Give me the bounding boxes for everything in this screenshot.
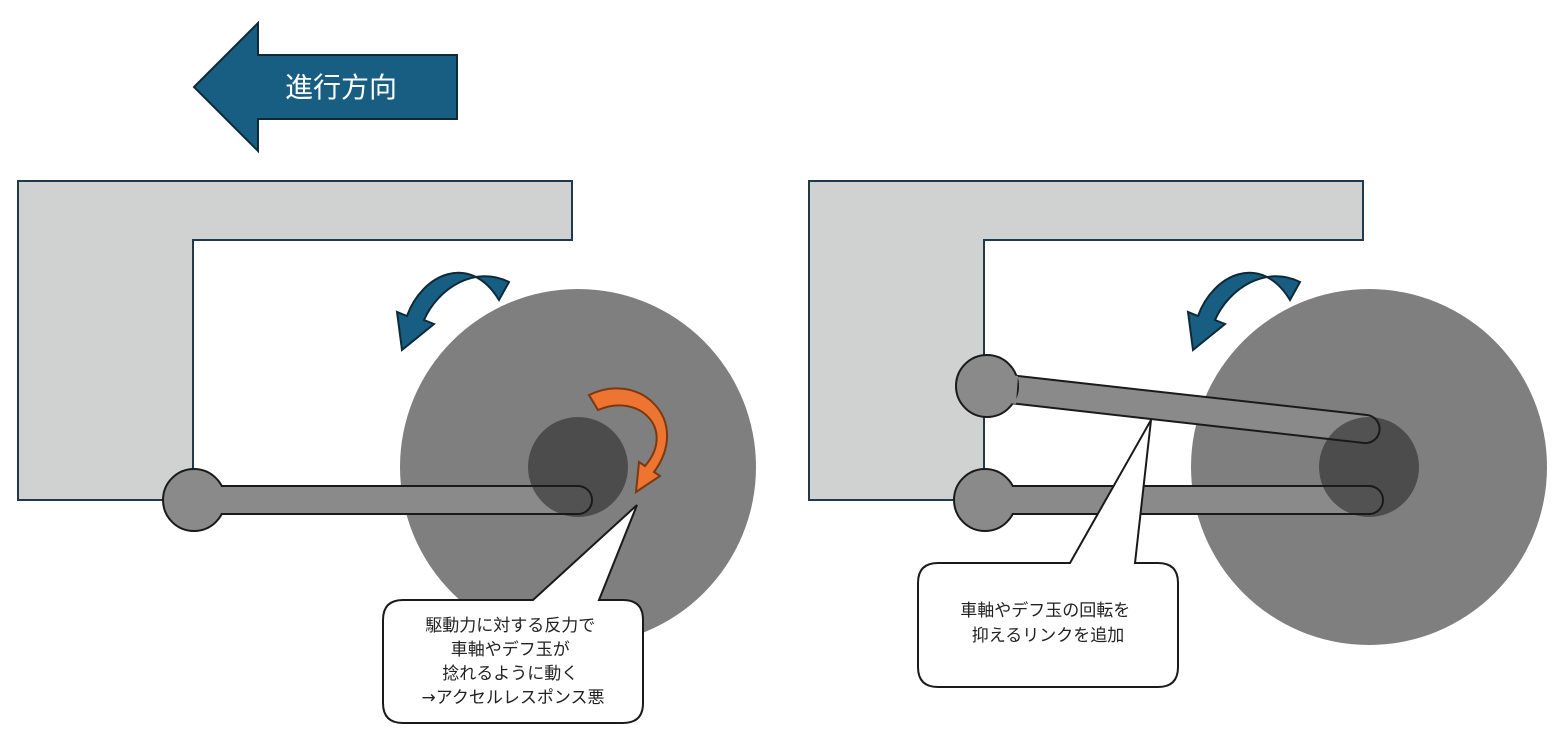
callout-bubble bbox=[382, 504, 644, 724]
direction-label: 進行方向 bbox=[285, 71, 397, 104]
callout-line: 車軸やデフ玉の回転を bbox=[960, 600, 1130, 621]
trailing-link bbox=[162, 468, 593, 532]
right-panel: 車軸やデフ玉の回転を 抑えるリンクを追加 bbox=[808, 180, 1547, 688]
link-pivot bbox=[955, 354, 1019, 418]
curved-arrow-icon bbox=[1186, 271, 1302, 352]
callout-text: 車軸やデフ玉の回転を 抑えるリンクを追加 bbox=[960, 600, 1135, 646]
left-panel: 駆動力に対する反力で 車軸やデフ玉が 捻れるように動く →アクセルレスポンス悪 bbox=[17, 180, 756, 724]
axle-hub bbox=[1319, 417, 1419, 517]
callout-text: 駆動力に対する反力で 車軸やデフ玉が 捻れるように動く →アクセルレスポンス悪 bbox=[421, 616, 604, 708]
callout-line: →アクセルレスポンス悪 bbox=[421, 688, 604, 708]
callout-line: 駆動力に対する反力で bbox=[425, 616, 595, 636]
axle-hub bbox=[528, 417, 628, 517]
callout-line: 抑えるリンクを追加 bbox=[972, 626, 1125, 646]
chassis-frame bbox=[17, 180, 573, 501]
callout-line: 捻れるように動く bbox=[442, 664, 578, 684]
left-arrow-icon bbox=[192, 20, 458, 154]
clockwise-arrow-icon bbox=[587, 387, 668, 495]
chassis-frame bbox=[808, 180, 1364, 501]
curved-arrow-icon bbox=[395, 271, 511, 352]
direction-arrow: 進行方向 bbox=[192, 20, 458, 154]
callout-bubble bbox=[917, 419, 1179, 688]
callout-line: 車軸やデフ玉が bbox=[451, 639, 570, 660]
